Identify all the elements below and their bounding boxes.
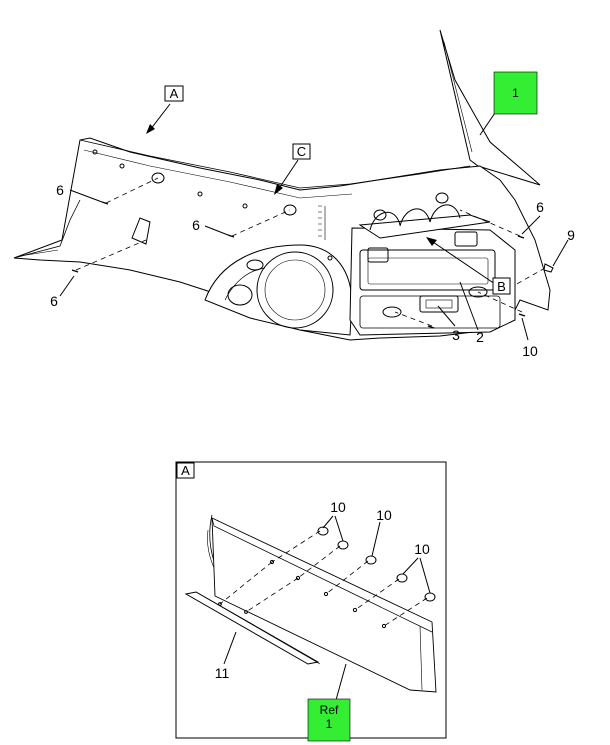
fastener-marks: [71, 201, 554, 329]
ref-panel-drawing: [439, 29, 541, 186]
callout-2: 2: [476, 329, 484, 345]
view-letter-a: A: [170, 86, 179, 101]
callout-6-right: 6: [536, 199, 544, 215]
console-housing: [349, 204, 516, 336]
top-assembly: [13, 29, 569, 341]
wheel-arch: [204, 244, 353, 336]
arrowheads: [146, 124, 437, 246]
view-letter-c: C: [297, 144, 306, 159]
callout-10-detail-b: 10: [376, 507, 392, 523]
callout-11: 11: [215, 665, 230, 681]
callout-10-detail-c: 10: [414, 541, 430, 557]
detail-a-letter-box: [176, 462, 195, 479]
dashed-leaders: [75, 177, 546, 327]
callout-3: 3: [452, 327, 460, 343]
detail-a-drawing: [184, 514, 437, 693]
ribbed-strip: [318, 205, 326, 240]
callout-10-top: 10: [522, 343, 538, 359]
view-letter-b: B: [497, 279, 506, 294]
ref-box-detail-line2: 1: [326, 717, 333, 731]
callout-6-mid: 6: [192, 217, 200, 233]
detail-dashed-leaders: [219, 530, 428, 627]
callout-leaders: [59, 103, 569, 341]
callout-6-left: 6: [56, 182, 64, 198]
detail-a-letter: A: [181, 463, 190, 478]
callout-10-detail-a: 10: [330, 499, 346, 515]
view-letter-box-b: [492, 277, 511, 295]
view-letter-box-a: [164, 85, 184, 102]
detail-callout-leaders: [223, 515, 431, 701]
ref-box-detail[interactable]: [307, 698, 351, 742]
ref-box-detail-line1: Ref: [320, 703, 339, 717]
view-letter-box-c: [292, 143, 311, 160]
callout-6-bottom-left: 6: [50, 293, 58, 309]
ref-box-top[interactable]: [493, 71, 538, 115]
ref-box-top-label: 1: [512, 86, 519, 100]
callout-9: 9: [567, 227, 575, 243]
